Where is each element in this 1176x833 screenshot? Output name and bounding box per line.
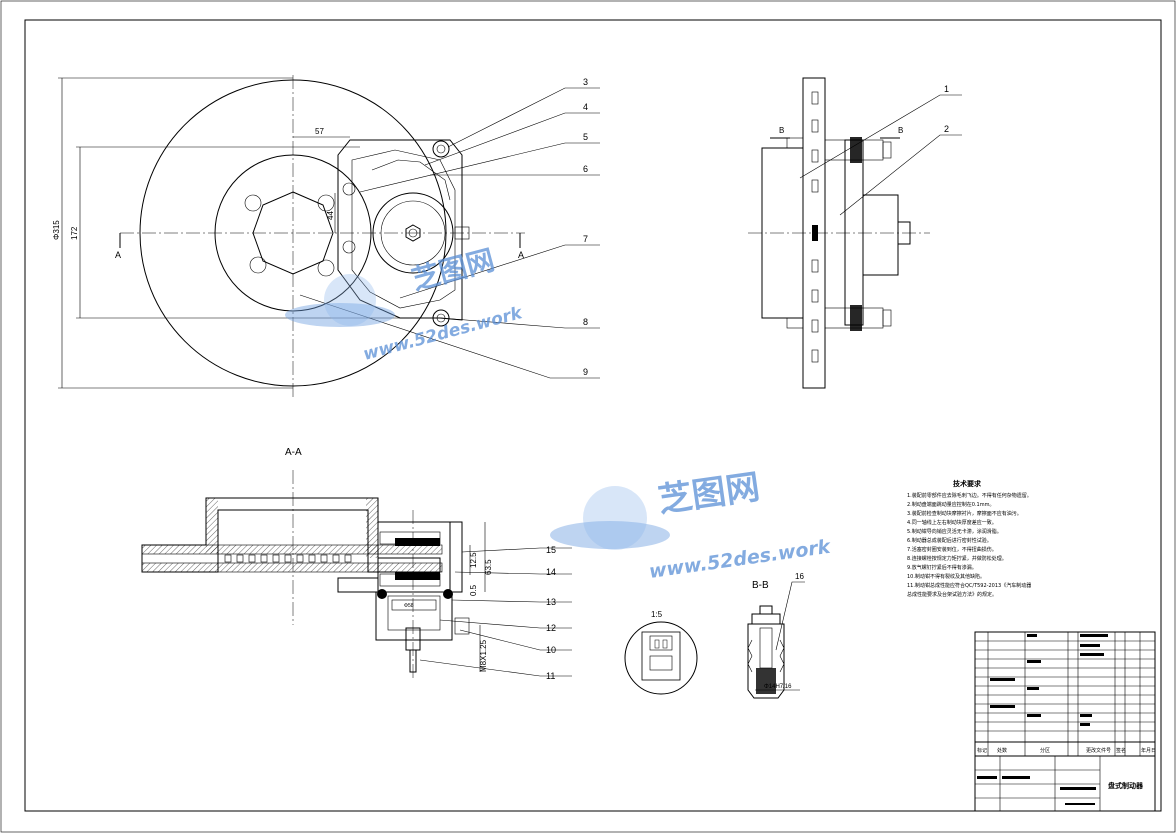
side-view [748,77,962,389]
balloon-1: 1 [944,84,949,94]
cut-label-a-left: A [115,250,121,260]
tb-label-zone: 分区 [1040,747,1050,754]
section-aa-view [141,470,572,680]
dim-d172: 172 [70,226,79,240]
detail-view [624,621,698,695]
dim-d57: 57 [315,127,324,136]
dim-d12-5: 12.5 [469,552,478,568]
watermark-brand-1: 芝图网 [408,243,498,297]
tech-req-line: 7.活塞密封圈安装到位，不得扭曲损伤。 [907,546,997,553]
dim-d315: Φ315 [52,220,61,240]
tech-req-line: 2.制动盘端面跳动量应控制在0.1mm。 [907,501,994,508]
tech-req-line: 总成性能要求及台架试验方法》的规定。 [907,591,997,598]
balloon-16: 16 [795,572,804,581]
tech-req-heading: 技术要求 [953,479,982,488]
dim-d0-5: 0.5 [469,584,478,596]
tb-label-date: 年月日 [1141,747,1156,754]
front-leaders [299,87,600,379]
tech-req-line: 5.制动钳导向销应灵活无卡滞，涂润滑脂。 [907,528,1002,535]
watermark-brand-2: 芝图网 [656,467,763,521]
balloon-4: 4 [583,102,588,112]
tb-label-mark: 标记 [977,747,987,754]
balloon-15: 15 [546,545,556,555]
tech-req-line: 9.放气螺钉拧紧后不得有渗漏。 [907,564,977,571]
detail-label: 1:5 [651,610,663,619]
watermark-2: 芝图网 www.52des.work [550,467,833,583]
tech-req-line: 3.装配前检查制动块摩擦衬片，摩擦面不应有油污。 [907,510,1022,517]
balloon-2: 2 [944,124,949,134]
section-bb-view [747,581,805,699]
balloon-8: 8 [583,317,588,327]
tech-req-line: 11.制动钳总成性能应符合QC/T592-2013《汽车制动器 [907,582,1031,589]
balloon-11: 11 [546,671,555,681]
tb-label-sign: 签名 [1116,747,1126,754]
tb-label-count: 处数 [997,747,1007,754]
balloon-14: 14 [546,567,556,577]
balloon-6: 6 [583,164,588,174]
tb-drawing-name: 盘式制动器 [1108,781,1144,790]
cut-label-b-left: B [779,126,784,135]
tech-req-line: 10.制动钳不得有裂纹及其他缺陷。 [907,573,985,580]
balloon-9: 9 [583,367,588,377]
tb-label-change: 更改文件号 [1086,747,1111,754]
sheet-inner-border [24,19,1162,812]
front-view [58,75,525,400]
tech-req-lines: 1.装配前零部件应去除毛刺飞边。不得有任何杂物遗留。 2.制动盘端面跳动量应控制… [907,492,1032,598]
balloon-3: 3 [583,77,588,87]
section-aa-label: A-A [285,447,302,458]
dim-m8: M8X1.25 [479,639,488,672]
tech-req-line: 8.连接螺栓按规定力矩拧紧，并做防松处理。 [907,555,1007,562]
balloon-10: 10 [546,645,556,655]
tech-req-line: 4.同一轴线上左右制动块厚度差应一致。 [907,519,997,526]
dim-d63-5: 63.5 [484,559,493,575]
tech-req-line: 6.制动器总成装配后进行密封性试验。 [907,537,992,544]
dim-small-dia: Φ58 [404,603,414,609]
dim-d44: 44 [326,211,335,220]
watermark-url-2: www.52des.work [648,536,833,583]
title-block: 标记 处数 分区 更改文件号 签名 年月日 盘式制动器 [974,631,1156,812]
section-bb-label: B-B [752,580,769,591]
tech-req-line: 1.装配前零部件应去除毛刺飞边。不得有任何杂物遗留。 [907,492,1032,499]
balloon-13: 13 [546,597,556,607]
cut-label-a-right: A [518,250,524,260]
balloon-5: 5 [583,132,588,142]
dim-fit: Φ14H7/16 [764,684,792,690]
cut-label-b-right: B [898,126,903,135]
balloon-7: 7 [583,234,588,244]
balloon-12: 12 [546,623,556,633]
